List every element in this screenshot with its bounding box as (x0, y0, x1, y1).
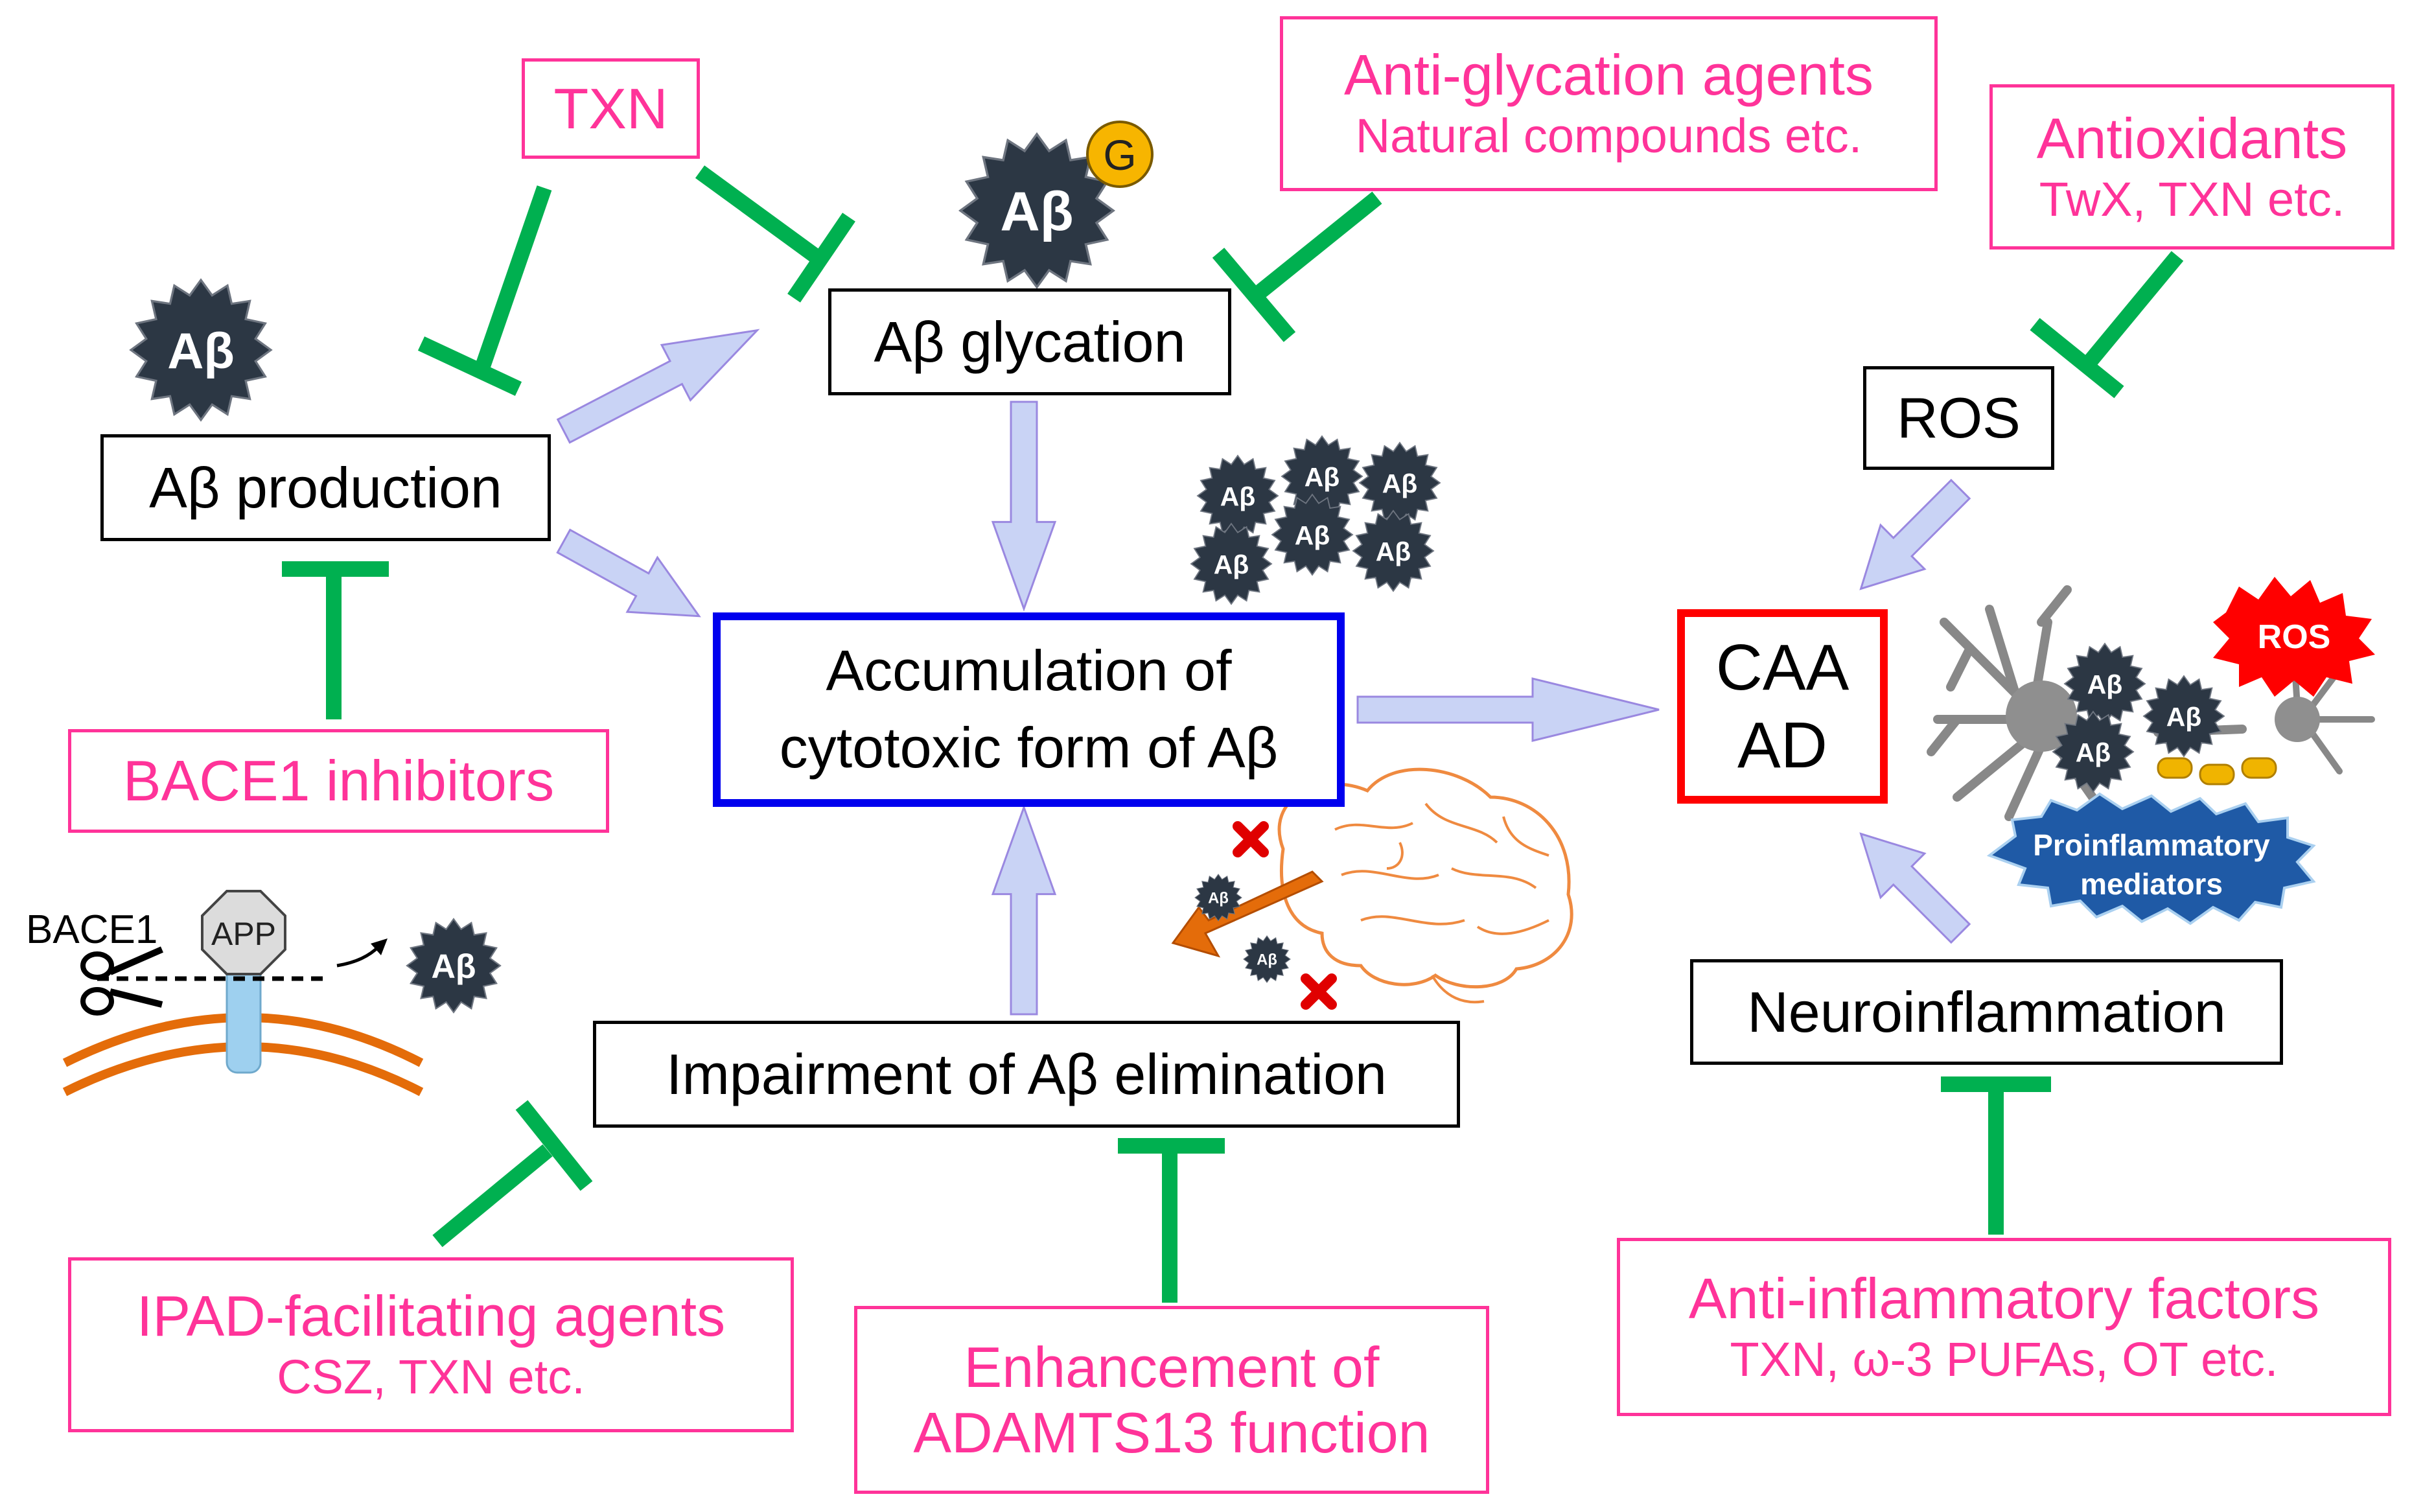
svg-text:mediators: mediators (2080, 867, 2223, 901)
node-caa-ad: CAA AD (1677, 609, 1888, 804)
svg-text:Aβ: Aβ (1220, 482, 1256, 511)
svg-text:Aβ: Aβ (2166, 702, 2202, 732)
arrow-ros-to-caa (1839, 467, 1982, 611)
inhibit-antiinflammatory-neuroinflammation (1941, 1076, 2051, 1235)
adamts13-line2: ADAMTS13 function (913, 1401, 1430, 1465)
inhibit-ipad-impairment (432, 1100, 593, 1248)
inhibit-antioxidants-ros (2030, 251, 2184, 399)
intervention-antioxidants: Antioxidants TwX, TXN etc. (1989, 84, 2395, 250)
svg-text:Aβ: Aβ (1295, 520, 1330, 550)
intervention-adamts13: Enhancement of ADAMTS13 function (854, 1306, 1489, 1494)
glycation-badge-icon: G (1086, 121, 1154, 188)
svg-text:APP: APP (211, 916, 276, 952)
svg-text:Aβ: Aβ (431, 948, 476, 985)
ipad-subtitle: CSZ, TXN etc. (277, 1350, 585, 1404)
inhibit-txn-production (417, 185, 552, 396)
adamts13-line1: Enhancement of (964, 1334, 1380, 1399)
arrow-neuroinflammation-to-caa (1839, 812, 1982, 955)
anti-glycation-title: Anti-glycation agents (1344, 43, 1873, 107)
arrow-accumulation-to-caa (1358, 679, 1659, 741)
svg-text:Aβ: Aβ (1000, 181, 1073, 243)
brain-icon (1277, 767, 1573, 1004)
node-neuroinflammation-label: Neuroinflammation (1747, 979, 2226, 1044)
scissors-icon (80, 946, 164, 1016)
inhibit-adamts13-impairment (1118, 1138, 1225, 1303)
arrow-impairment-to-accumulation (993, 808, 1055, 1014)
inhibit-bace1-production (282, 561, 389, 719)
svg-text:Aβ: Aβ (1376, 537, 1411, 566)
bace1-label: BACE1 (26, 907, 157, 952)
node-neuroinflammation: Neuroinflammation (1690, 959, 2283, 1065)
node-ab-production-label: Aβ production (149, 455, 502, 520)
app-octagon-icon (201, 890, 286, 975)
clearance-abeta-icons: Aβ Aβ (1194, 874, 1291, 983)
node-impairment-elimination: Impairment of Aβ elimination (593, 1021, 1460, 1128)
neuron-illustration (1927, 585, 2375, 821)
node-accumulation: Accumulation of cytotoxic form of Aβ (713, 612, 1345, 807)
arrow-production-to-glycation (550, 303, 772, 458)
ros-burst-icon: ROS (2213, 577, 2375, 697)
svg-text:Aβ: Aβ (1208, 890, 1229, 907)
abeta-cluster-icon: Aβ Aβ Aβ Aβ Aβ Aβ (1190, 436, 1441, 605)
neuron-abeta-icons: Aβ Aβ Aβ (2052, 643, 2225, 793)
anti-inflammatory-subtitle: TXN, ω-3 PUFAs, OT etc. (1730, 1332, 2279, 1386)
inhibit-txn-glycation (695, 165, 855, 303)
svg-text:Aβ: Aβ (1382, 469, 1418, 498)
svg-text:Aβ: Aβ (2087, 669, 2123, 699)
svg-text:Aβ: Aβ (2076, 738, 2111, 767)
anti-glycation-subtitle: Natural compounds etc. (1355, 109, 1862, 163)
released-abeta-icon: Aβ (406, 918, 502, 1014)
svg-text:Aβ: Aβ (1257, 951, 1277, 969)
node-ab-glycation-label: Aβ glycation (874, 309, 1186, 374)
inhibit-antiglycation-glycation (1212, 191, 1382, 342)
blocked-cross-icons (1233, 821, 1337, 1010)
svg-text:G: G (1103, 131, 1136, 179)
intervention-txn-label: TXN (553, 76, 668, 141)
node-ros-label: ROS (1897, 386, 2021, 450)
node-ad-label: AD (1737, 709, 1827, 782)
node-ab-glycation: Aβ glycation (828, 288, 1231, 395)
node-caa-label: CAA (1715, 631, 1850, 704)
arrow-glycation-to-accumulation (993, 402, 1055, 609)
bace1-inhibitors-label: BACE1 inhibitors (122, 749, 555, 813)
node-ab-production: Aβ production (100, 434, 551, 541)
proinflammatory-mediators-cloud-icon: Proinflammatory mediators (1986, 792, 2316, 925)
abeta-icon-production: Aβ (130, 279, 272, 421)
arrow-production-to-accumulation (549, 514, 714, 644)
anti-inflammatory-title: Anti-inflammatory factors (1688, 1266, 2320, 1331)
intervention-anti-inflammatory: Anti-inflammatory factors TXN, ω-3 PUFAs… (1617, 1238, 2391, 1416)
intervention-ipad: IPAD-facilitating agents CSZ, TXN etc. (68, 1257, 794, 1432)
intervention-anti-glycation: Anti-glycation agents Natural compounds … (1280, 16, 1938, 191)
svg-text:Aβ: Aβ (1214, 550, 1249, 579)
ipad-title: IPAD-facilitating agents (136, 1284, 726, 1348)
intervention-bace1-inhibitors: BACE1 inhibitors (68, 729, 609, 833)
svg-text:Aβ: Aβ (1305, 462, 1340, 492)
svg-text:ROS: ROS (2258, 618, 2331, 656)
antioxidants-subtitle: TwX, TXN etc. (2039, 172, 2345, 226)
abeta-glycated-icon: Aβ G (959, 121, 1154, 288)
antioxidants-title: Antioxidants (2036, 106, 2348, 170)
intervention-txn: TXN (522, 58, 700, 159)
clearance-arrow-icon (1171, 870, 1324, 958)
node-accumulation-line2: cytotoxic form of Aβ (779, 715, 1279, 780)
node-impairment-label: Impairment of Aβ elimination (666, 1041, 1387, 1106)
node-accumulation-line1: Accumulation of (826, 638, 1232, 703)
node-ros: ROS (1863, 366, 2054, 470)
svg-text:Aβ: Aβ (167, 323, 235, 379)
bace1-cleavage-illustration: APP BACE1 Aβ (26, 890, 502, 1097)
svg-text:Proinflammatory: Proinflammatory (2033, 828, 2270, 862)
